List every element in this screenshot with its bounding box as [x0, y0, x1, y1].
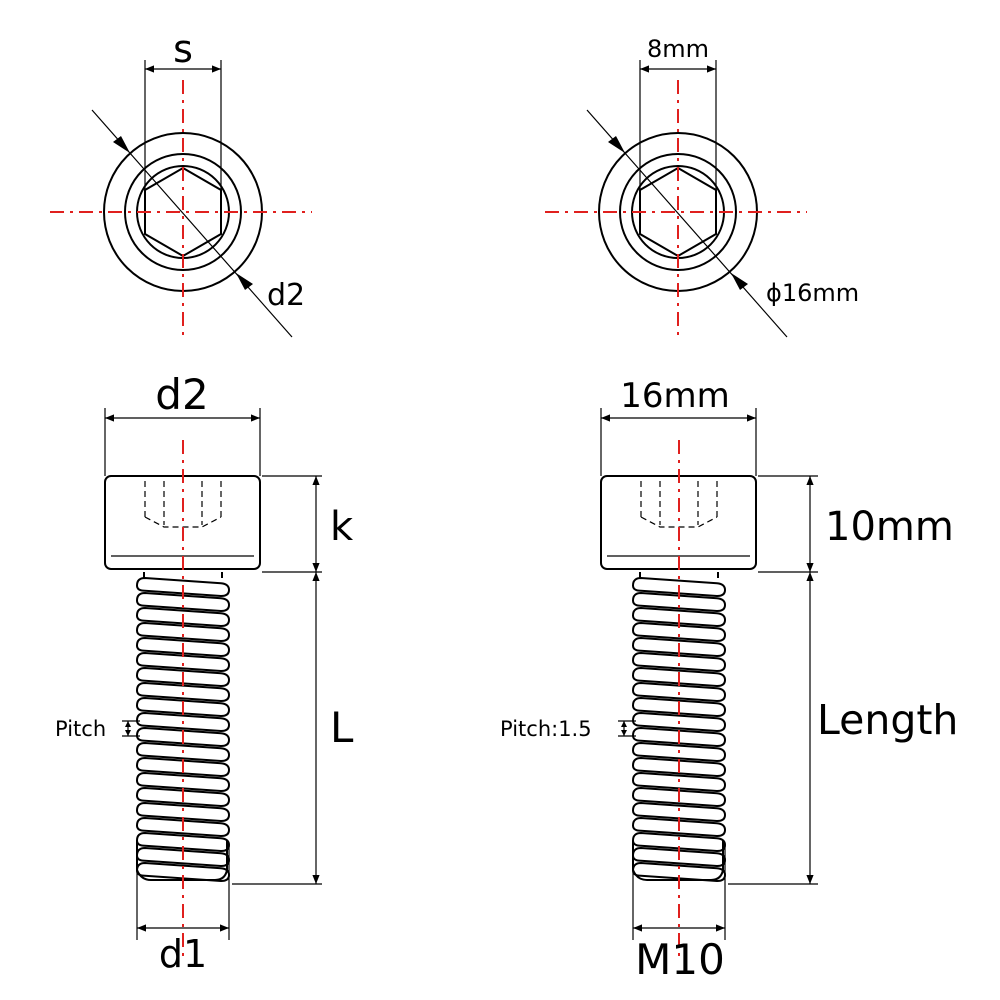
left-side-view: d2 k L Pitch d1: [55, 370, 354, 976]
thread-turn: [632, 801, 727, 823]
thread-turn: [632, 621, 727, 643]
thread-turn: [136, 591, 231, 613]
thread-turn: [136, 711, 231, 733]
right-top-view: 8mm ϕ16mm: [545, 35, 859, 340]
thread-body: [136, 572, 231, 883]
k-head-height-label: k: [330, 504, 354, 550]
thread-neck: [639, 572, 719, 578]
thread-turn: [632, 576, 727, 598]
thread-turn: [136, 771, 231, 793]
pitch-arrow-bottom: [621, 730, 627, 736]
head-inner-circle: [619, 153, 737, 271]
thread-turn: [136, 801, 231, 823]
length-label: Length: [817, 696, 958, 744]
thread-turn: [632, 786, 727, 808]
pitch-1-5-label: Pitch:1.5: [500, 717, 592, 741]
thread-neck: [143, 572, 223, 578]
pitch-arrow-bottom: [125, 730, 131, 736]
d2-head-diameter-label: d2: [155, 370, 208, 419]
left-top-view: s d2: [50, 27, 312, 340]
thread-turn: [632, 681, 727, 703]
thread-turn: [136, 666, 231, 688]
s-label: s: [173, 27, 193, 71]
thread-turn: [632, 816, 727, 838]
head-height-10mm-label: 10mm: [825, 504, 954, 550]
head-inner-circle: [124, 153, 242, 271]
thread-turn: [136, 651, 231, 673]
thread-turn: [632, 741, 727, 763]
thread-turn: [632, 606, 727, 628]
thread-turn: [632, 831, 727, 853]
diameter-arrow-top: [608, 136, 625, 153]
d1-thread-diameter-label: d1: [159, 932, 207, 976]
thread-turn: [632, 636, 727, 658]
d2-top-label: d2: [267, 278, 305, 313]
thread-turn: [136, 726, 231, 748]
d2-arrow-bottom: [236, 273, 253, 290]
thread-turn: [136, 696, 231, 718]
thread-turn: [632, 711, 727, 733]
thread-body: [632, 572, 727, 883]
thread-turn: [632, 771, 727, 793]
pitch-arrow-top: [125, 721, 131, 727]
d2-arrow-top: [113, 136, 130, 153]
width-8mm-label: 8mm: [647, 35, 709, 63]
head-diameter-16mm-label: 16mm: [620, 376, 730, 416]
thread-turn: [632, 756, 727, 778]
thread-turn: [632, 651, 727, 673]
thread-turn: [136, 831, 231, 853]
diameter-arrow-bottom: [731, 273, 748, 290]
thread-turn: [136, 816, 231, 838]
thread-turn: [632, 696, 727, 718]
thread-turn: [136, 741, 231, 763]
thread-turn: [136, 786, 231, 808]
right-side-view: 16mm 10mm Length Pitch:1.5 M10: [500, 376, 958, 984]
pitch-label: Pitch: [55, 717, 106, 741]
pitch-arrow-top: [621, 721, 627, 727]
thread-turn: [136, 756, 231, 778]
thread-turn: [632, 726, 727, 748]
thread-turn: [632, 591, 727, 613]
thread-turn: [632, 666, 727, 688]
diameter-16mm-label: ϕ16mm: [766, 279, 859, 307]
thread-turn: [136, 621, 231, 643]
thread-turn: [136, 636, 231, 658]
L-length-label: L: [330, 703, 354, 752]
thread-turn: [136, 606, 231, 628]
m10-thread-diameter-label: M10: [635, 935, 725, 984]
thread-turn: [136, 681, 231, 703]
thread-turn: [136, 576, 231, 598]
